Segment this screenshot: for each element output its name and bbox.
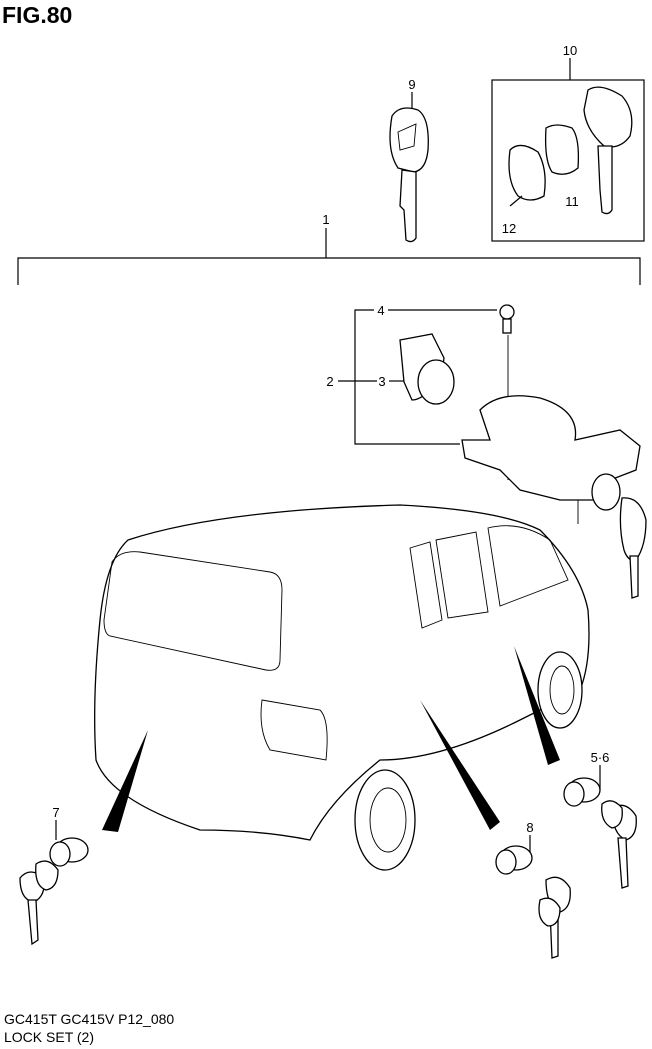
callout-5-6: 5·6: [591, 750, 610, 765]
door-lock-8: [495, 835, 571, 959]
callout-7: 7: [52, 805, 59, 820]
assembly-bracket-1: [17, 228, 641, 285]
section-title: LOCK SET (2): [4, 1029, 94, 1045]
model-code-line: GC415T GC415V P12_080: [4, 1011, 175, 1027]
lock-assembly-2: [338, 304, 647, 599]
callout-10: 10: [563, 43, 577, 58]
callout-3: 3: [378, 374, 385, 389]
callout-11: 11: [565, 194, 579, 209]
key-set-box-10: [491, 58, 645, 242]
callout-8: 8: [526, 820, 533, 835]
callout-9: 9: [408, 77, 415, 92]
callout-4: 4: [377, 303, 384, 318]
vehicle-outline: [94, 504, 590, 871]
callout-12: 12: [502, 221, 516, 236]
key-9: [389, 92, 429, 243]
figure-title: FIG.80: [2, 2, 73, 28]
callout-1: 1: [322, 212, 329, 227]
location-pointers: [102, 646, 560, 832]
door-lock-7: [19, 820, 89, 946]
door-lock-5-6: [563, 765, 637, 889]
callout-2: 2: [326, 374, 333, 389]
